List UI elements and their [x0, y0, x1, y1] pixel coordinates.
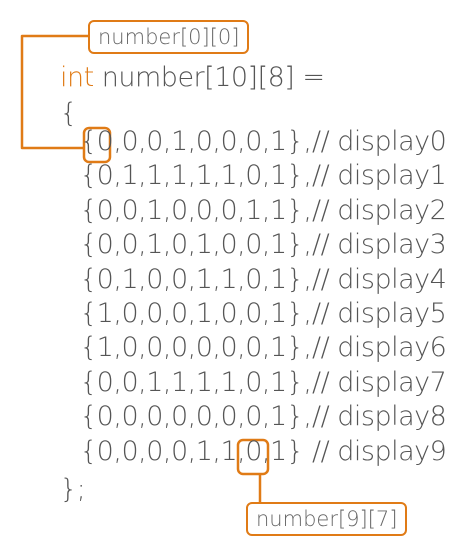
array-row-5: {1,0,0,0,1,0,0,1}, — [80, 298, 312, 329]
row-comment-9: // display9 — [312, 435, 447, 467]
array-row-1: {0,1,1,1,1,1,0,1}, — [80, 160, 312, 192]
array-row-0: {0,0,0,1,0,0,0,1}, — [80, 126, 312, 157]
callout-label-bottom: number[9][7] — [246, 502, 408, 536]
row-comment-6: // display6 — [312, 332, 447, 364]
highlight-last-element — [236, 438, 270, 476]
array-row-2: {0,0,1,0,0,0,1,1}, — [80, 194, 312, 226]
row-comment-7: // display7 — [312, 366, 447, 398]
array-row-7: {0,0,1,1,1,1,0,1}, — [80, 366, 312, 398]
row-comment-1: // display1 — [312, 160, 447, 192]
row-comment-2: // display2 — [312, 194, 447, 226]
array-row-8: {0,0,0,0,0,0,0,1}, — [80, 401, 312, 433]
row-comment-4: // display4 — [312, 263, 447, 295]
array-row-3: {0,0,1,0,1,0,0,1}, — [80, 229, 312, 261]
callout-connector-top — [20, 34, 88, 150]
opening-brace: { — [60, 98, 77, 129]
closing-brace: }; — [60, 474, 86, 505]
array-row-6: {1,0,0,0,0,0,0,1}, — [80, 332, 312, 364]
row-comment-5: // display5 — [312, 298, 447, 329]
row-comment-3: // display3 — [312, 229, 447, 261]
declaration-rest: number[10][8] = — [93, 62, 325, 93]
row-comment-8: // display8 — [312, 401, 447, 433]
keyword-int: int — [60, 62, 94, 93]
row-comment-0: // display0 — [312, 126, 447, 157]
array-declaration: int number[10][8] = — [60, 60, 325, 96]
callout-label-top: number[0][0] — [88, 20, 250, 54]
array-row-9: {0,0,0,0,1,1,0,1} — [80, 435, 304, 467]
highlight-first-element — [82, 126, 112, 164]
array-row-4: {0,1,0,0,1,1,0,1}, — [80, 263, 312, 295]
